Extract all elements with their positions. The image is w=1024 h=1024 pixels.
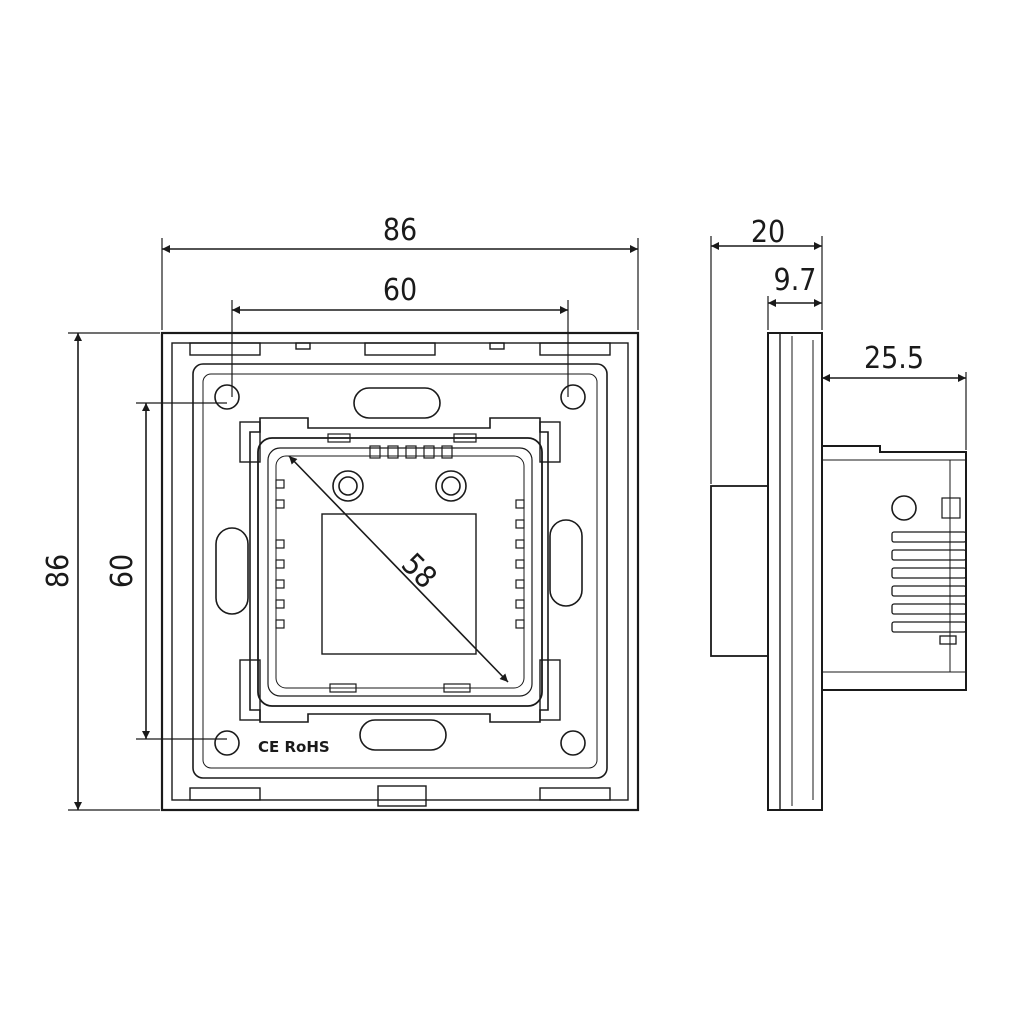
terminal-screws xyxy=(332,470,467,502)
front-plate-outer xyxy=(160,331,640,812)
side-terminal-screw xyxy=(891,495,917,521)
diagonal-dimension-label: 58 xyxy=(394,547,443,596)
front-view: 58 CE RoHS 86 60 86 60 xyxy=(41,213,640,812)
edge-tabs xyxy=(189,342,611,807)
certification-marks: CE RoHS xyxy=(258,738,330,756)
total-depth-dimension-label: 20 xyxy=(751,215,785,250)
side-plate xyxy=(767,332,823,811)
side-view: 20 9.7 25.5 xyxy=(710,215,967,811)
hole-spacing-v-label: 60 xyxy=(105,554,140,588)
diagonal-dimension-line xyxy=(288,455,509,683)
module-label-area xyxy=(321,513,477,655)
mounting-frame xyxy=(192,363,608,779)
module-depth-dimension-label: 25.5 xyxy=(864,341,924,376)
module-teeth xyxy=(275,433,525,693)
keyhole-slots xyxy=(215,387,583,751)
height-dimension-label: 86 xyxy=(41,554,76,588)
module-bracket xyxy=(249,417,549,723)
side-module-body xyxy=(821,445,967,691)
module-body xyxy=(257,437,543,707)
side-glass-panel xyxy=(710,485,769,657)
width-dimension-label: 86 xyxy=(383,213,417,248)
side-vent-slots xyxy=(891,531,967,645)
screw-holes xyxy=(214,384,586,756)
plate-thickness-dimension-label: 9.7 xyxy=(774,263,817,298)
hole-spacing-h-label: 60 xyxy=(383,273,417,308)
